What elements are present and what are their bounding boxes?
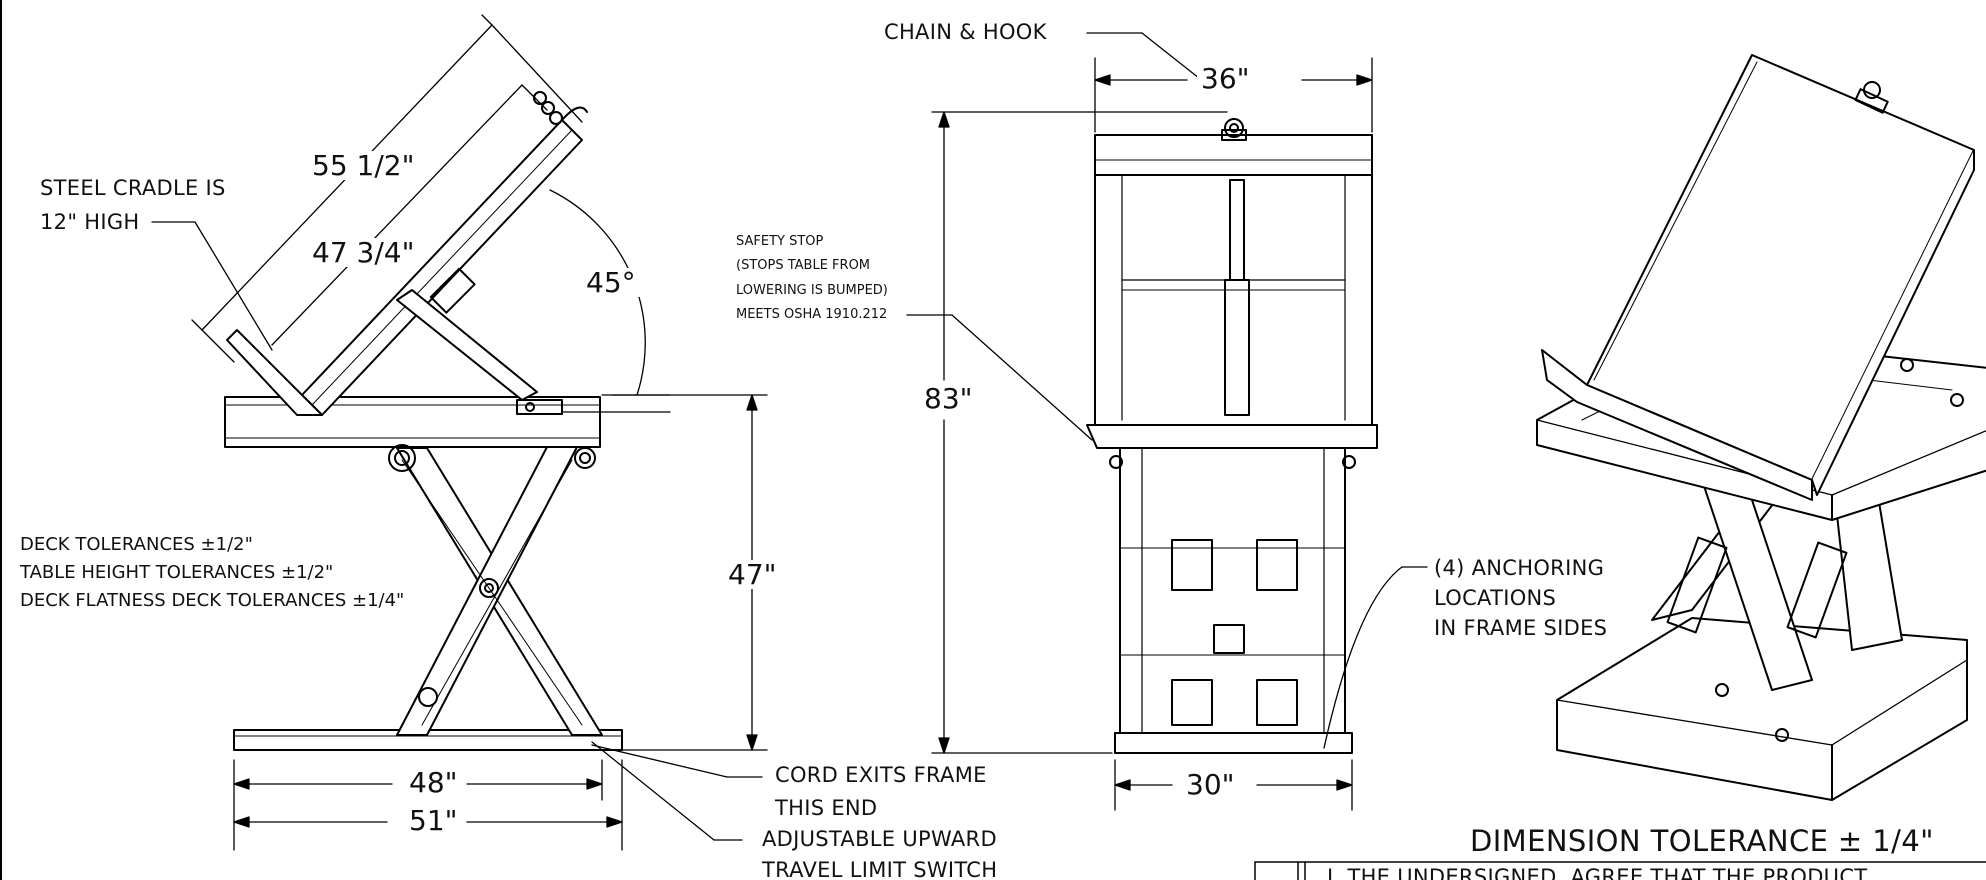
side-view-lift — [224, 91, 623, 751]
cord-note-line-2: THIS END — [775, 796, 878, 820]
anchor-note-line-3: IN FRAME SIDES — [1434, 616, 1608, 640]
tolerance-deck-flatness: DECK FLATNESS DECK TOLERANCES ±1/4" — [20, 590, 405, 611]
dim-angle: 45° — [582, 268, 640, 297]
dim-outer-length: 55 1/2" — [308, 151, 419, 180]
title-block-statement: I, THE UNDERSIGNED, AGREE THAT THE PRODU… — [1327, 865, 1868, 880]
dim-width: 36" — [1197, 64, 1254, 93]
anchor-note-line-1: (4) ANCHORING — [1434, 556, 1605, 580]
safety-note-line-2: (STOPS TABLE FROM — [736, 258, 871, 273]
safety-note-line-4: MEETS OSHA 1910.212 — [736, 307, 888, 322]
tolerance-table-height: TABLE HEIGHT TOLERANCES ±1/2" — [20, 562, 334, 583]
cradle-note-line-1: STEEL CRADLE IS — [40, 176, 226, 200]
dim-base-width: 30" — [1182, 770, 1239, 799]
title-block-frame — [1254, 861, 1986, 880]
dim-inner-length: 47 3/4" — [308, 238, 419, 267]
chain-hook-label: CHAIN & HOOK — [884, 20, 1047, 44]
dim-overall-length: 51" — [405, 806, 462, 835]
anchor-note-line-2: LOCATIONS — [1434, 586, 1557, 610]
safety-note-line-1: SAFETY STOP — [736, 234, 824, 249]
dim-table-height: 47" — [724, 560, 781, 589]
front-view-dimensions — [906, 32, 1428, 811]
side-view-dimensions — [151, 14, 768, 851]
dim-height: 83" — [920, 384, 977, 413]
isometric-view-lift — [1536, 54, 1986, 801]
switch-note-line-2: TRAVEL LIMIT SWITCH — [762, 858, 998, 880]
front-view-lift — [1086, 118, 1378, 754]
switch-note-line-1: ADJUSTABLE UPWARD — [762, 827, 997, 851]
tolerance-deck: DECK TOLERANCES ±1/2" — [20, 534, 253, 555]
safety-note-line-3: LOWERING IS BUMPED) — [736, 283, 888, 298]
dimension-tolerance-title: DIMENSION TOLERANCE ± 1/4" — [1470, 824, 1934, 858]
cord-note-line-1: CORD EXITS FRAME — [775, 763, 987, 787]
dim-base-length: 48" — [405, 768, 462, 797]
cradle-note-line-2: 12" HIGH — [40, 210, 140, 234]
